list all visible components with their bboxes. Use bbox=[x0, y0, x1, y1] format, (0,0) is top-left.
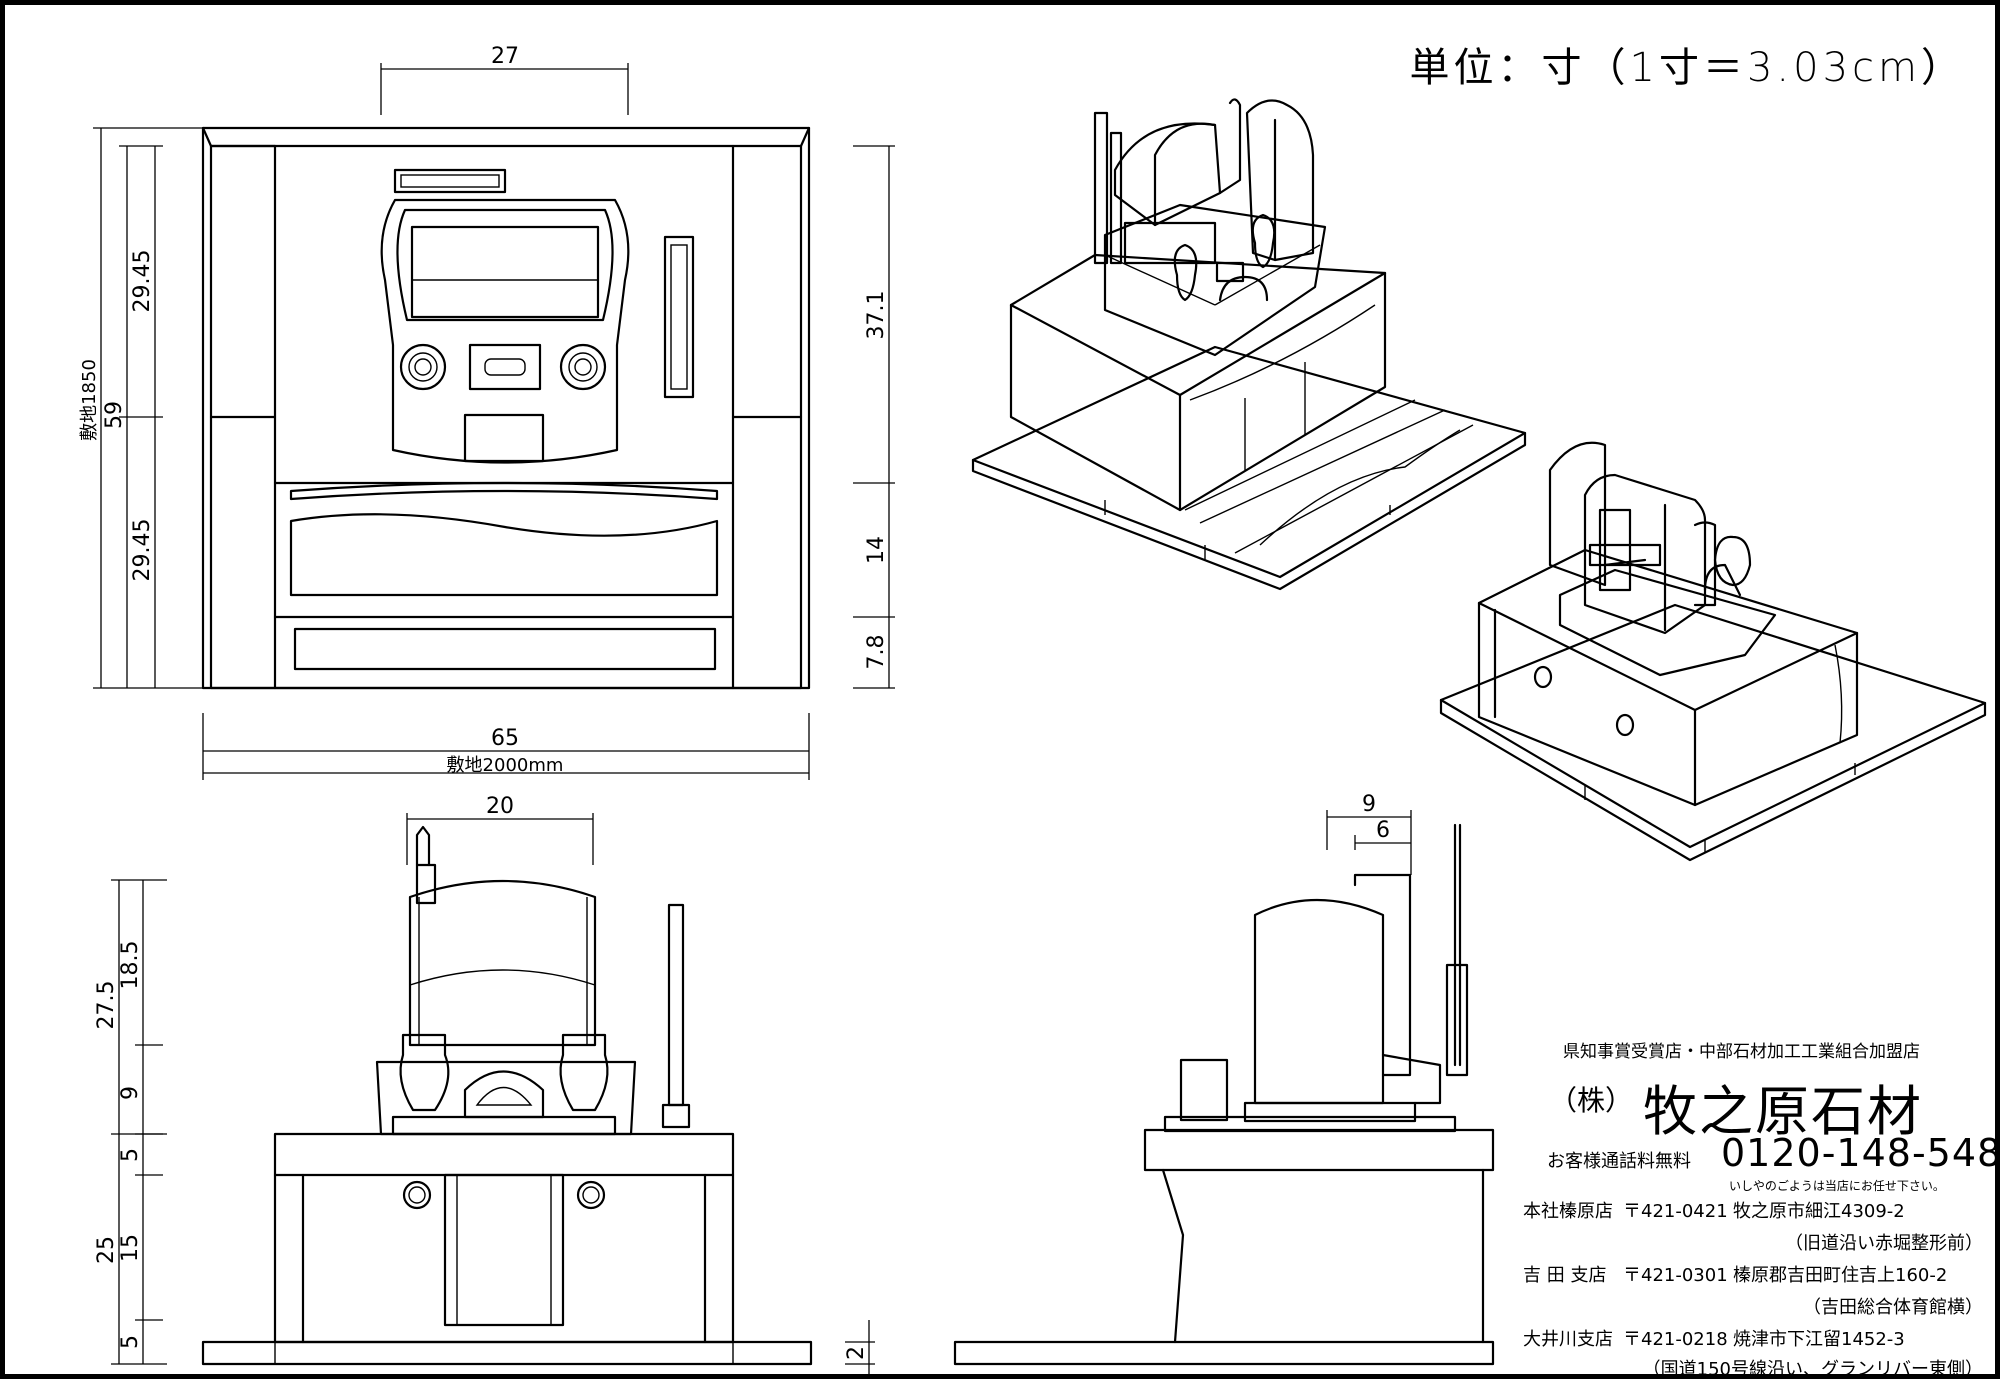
side-dimensions: 9 6 bbox=[1326, 792, 1412, 875]
dim-plan-right-a: 37.1 bbox=[864, 291, 889, 340]
dim-plan-bottom: 65 bbox=[491, 726, 519, 751]
branch-note: （国道150号線沿い、グランリバー東側） bbox=[1642, 1359, 1983, 1379]
dim-plan-right-c: 7.8 bbox=[864, 635, 889, 670]
plan-dimensions: 27 敷地1850 59 29.45 29.45 37.1 14 7.8 65 … bbox=[79, 44, 895, 780]
dim-front-f: 15 bbox=[118, 1234, 143, 1262]
dim-plan-site-width: 敷地2000mm bbox=[447, 755, 564, 776]
company-kabu: （株） bbox=[1549, 1084, 1634, 1117]
company-name: 牧之原石材 bbox=[1643, 1080, 1923, 1143]
dim-front-d: 5 bbox=[118, 1148, 143, 1162]
dim-front-b: 18.5 bbox=[118, 941, 143, 990]
dim-front-e: 25 bbox=[94, 1236, 119, 1264]
dim-front-g: 5 bbox=[118, 1335, 143, 1349]
award-line: 県知事賞受賞店・中部石材加工工業組合加盟店 bbox=[1563, 1042, 1920, 1062]
branch-address: 牧之原市細江4309-2 bbox=[1733, 1201, 1905, 1222]
branch-address: 焼津市下江留1452-3 bbox=[1733, 1329, 1905, 1350]
branch-address: 榛原郡吉田町住吉上160-2 bbox=[1733, 1265, 1948, 1286]
dim-side-a: 9 bbox=[1362, 792, 1376, 817]
dim-front-right: 2 bbox=[844, 1346, 869, 1360]
phone-number: 0120-148-548 bbox=[1721, 1131, 2000, 1175]
dim-plan-upper: 29.45 bbox=[130, 250, 155, 313]
branch-zip: 〒421-0421 bbox=[1623, 1201, 1728, 1222]
branch-zip: 〒421-0301 bbox=[1623, 1265, 1728, 1286]
dim-side-b: 6 bbox=[1376, 818, 1390, 843]
dim-front-c: 9 bbox=[118, 1086, 143, 1100]
dim-plan-lower: 29.45 bbox=[130, 519, 155, 582]
side-elevation bbox=[953, 823, 1495, 1366]
branch-note: （吉田総合体育館横） bbox=[1803, 1297, 1983, 1318]
front-elevation bbox=[201, 825, 813, 1366]
dim-plan-right-b: 14 bbox=[864, 536, 889, 564]
plan-view bbox=[201, 126, 811, 690]
isometric-view-front bbox=[971, 98, 1527, 591]
dim-front-a: 27.5 bbox=[94, 981, 119, 1030]
drawing-canvas: 27 敷地1850 59 29.45 29.45 37.1 14 7.8 65 … bbox=[79, 44, 1987, 1374]
free-call-label: お客様通話料無料 bbox=[1547, 1151, 1691, 1172]
front-dimensions: 20 27.5 18.5 9 5 25 15 5 2 bbox=[94, 794, 875, 1374]
branch-note: （旧道沿い赤堀整形前） bbox=[1785, 1233, 1983, 1254]
branch-name: 大井川支店 bbox=[1523, 1329, 1613, 1350]
isometric-view-back bbox=[1439, 441, 1987, 862]
dim-plan-top: 27 bbox=[491, 44, 519, 69]
branch-zip: 〒421-0218 bbox=[1623, 1329, 1728, 1350]
dim-plan-site-depth: 敷地1850 bbox=[79, 359, 100, 441]
tagline: いしやのごようは当店にお任せ下さい。 bbox=[1729, 1179, 1945, 1193]
unit-note: 単位：寸（1寸＝3.03cm） bbox=[1409, 45, 1965, 91]
dim-plan-depth: 59 bbox=[102, 401, 127, 429]
branch-name: 吉 田 支店 bbox=[1523, 1265, 1607, 1286]
branch-name: 本社榛原店 bbox=[1523, 1201, 1613, 1222]
dim-front-top: 20 bbox=[486, 794, 514, 819]
